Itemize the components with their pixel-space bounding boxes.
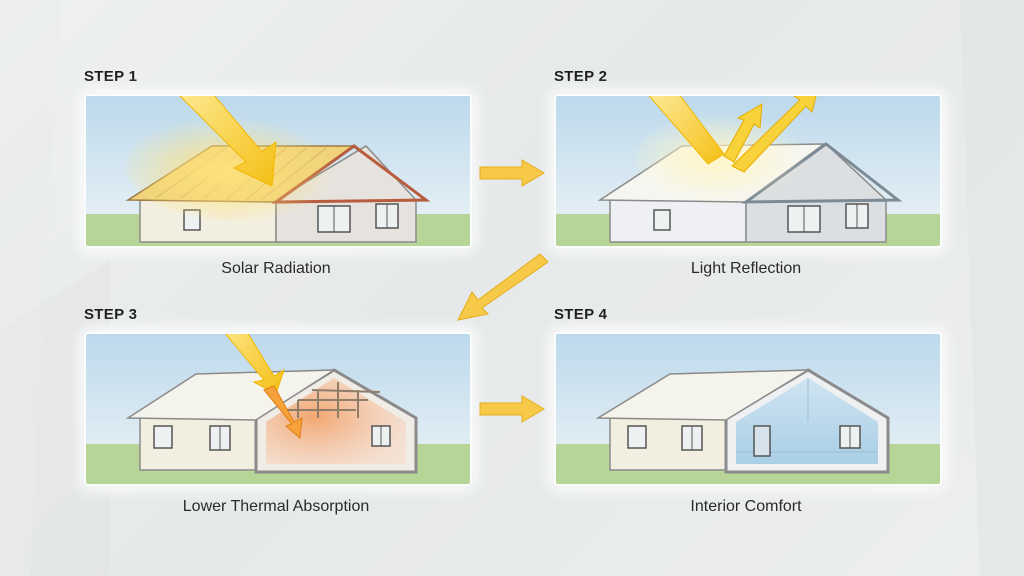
- step-2-caption: Light Reflection: [554, 260, 938, 278]
- step-3-panel: [84, 332, 472, 486]
- step-1-caption: Solar Radiation: [84, 260, 468, 278]
- step-2-panel: [554, 94, 942, 248]
- step-2-label: STEP 2: [554, 68, 607, 85]
- step-4-illustration: [556, 334, 940, 484]
- step-3-label: STEP 3: [84, 306, 137, 323]
- step-1-panel: [84, 94, 472, 248]
- arrow-right-icon: [478, 158, 548, 188]
- step-4-caption: Interior Comfort: [554, 498, 938, 516]
- arrow-down-left-icon: [452, 252, 552, 324]
- step-2-illustration: [556, 96, 940, 246]
- arrow-right-icon: [478, 394, 548, 424]
- step-4-panel: [554, 332, 942, 486]
- step-3-caption: Lower Thermal Absorption: [84, 498, 468, 516]
- step-1-illustration: [86, 96, 470, 246]
- step-3-illustration: [86, 334, 470, 484]
- step-4-label: STEP 4: [554, 306, 607, 323]
- step-1-label: STEP 1: [84, 68, 137, 85]
